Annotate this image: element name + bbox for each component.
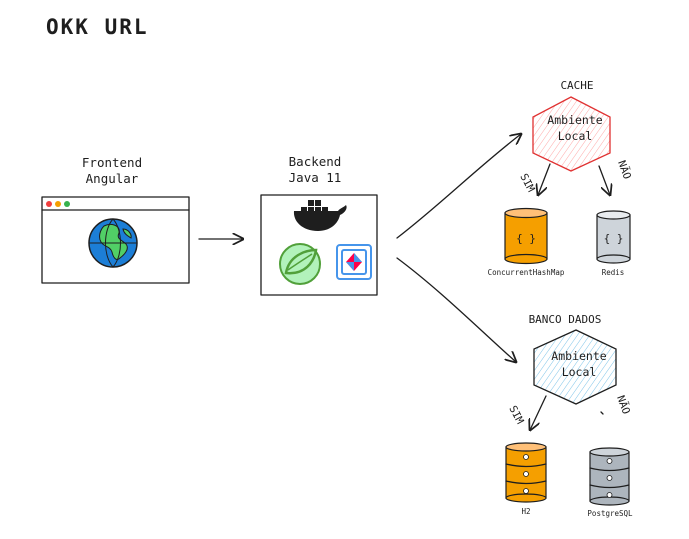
cache-section: CACHE Ambiente Local SIM NÃO { } Concurr… <box>488 79 634 277</box>
postgresql-label: PostgreSQL <box>587 509 633 518</box>
frontend-label-line2: Angular <box>86 171 139 186</box>
database-env-hexagon <box>533 329 617 405</box>
frontend-label-line1: Frontend <box>82 155 142 170</box>
backend-node: Backend Java 11 <box>260 154 378 296</box>
arrow-backend-cache <box>396 134 521 239</box>
database-env-line1: Ambiente <box>551 349 606 363</box>
backend-box <box>260 194 378 296</box>
docker-icon <box>293 200 347 231</box>
database-section: BANCO DADOS Ambiente Local SIM NÃO H2 <box>505 313 633 518</box>
postgresql-database-icon <box>589 447 630 506</box>
redis-label: Redis <box>602 268 625 277</box>
cache-env-hexagon <box>532 96 611 172</box>
json-symbol: { } <box>604 232 624 245</box>
concurrent-hash-map-label: ConcurrentHashMap <box>488 268 565 277</box>
frontend-node: Frontend Angular <box>41 155 190 284</box>
database-yes-label: SIM <box>506 404 526 426</box>
cache-yes-arrow <box>538 163 551 195</box>
h2-label: H2 <box>521 507 530 516</box>
concurrent-hash-map-icon: { } <box>504 207 548 265</box>
cache-title: CACHE <box>560 79 593 92</box>
page-title: OKK URL <box>46 15 149 39</box>
quarkus-icon <box>336 244 372 280</box>
spring-icon <box>279 243 321 285</box>
database-yes-arrow <box>530 395 547 430</box>
cache-env-line2: Local <box>558 129 593 143</box>
database-no-label: NÃO <box>614 394 633 416</box>
arrow-backend-database <box>396 257 516 362</box>
database-title: BANCO DADOS <box>529 313 602 326</box>
backend-label-line2: Java 11 <box>289 170 342 185</box>
browser-window-icon <box>41 196 190 284</box>
h2-database-icon <box>505 442 547 503</box>
globe-icon <box>88 218 138 268</box>
json-symbol: { } <box>516 232 536 245</box>
cache-no-arrow <box>598 165 610 195</box>
database-no-dot <box>600 411 604 415</box>
cache-yes-label: SIM <box>517 172 537 194</box>
cache-env-line1: Ambiente <box>547 113 602 127</box>
backend-label-line1: Backend <box>289 154 342 169</box>
cache-no-label: NÃO <box>615 159 634 181</box>
database-env-line2: Local <box>562 365 597 379</box>
redis-icon: { } <box>596 210 631 264</box>
